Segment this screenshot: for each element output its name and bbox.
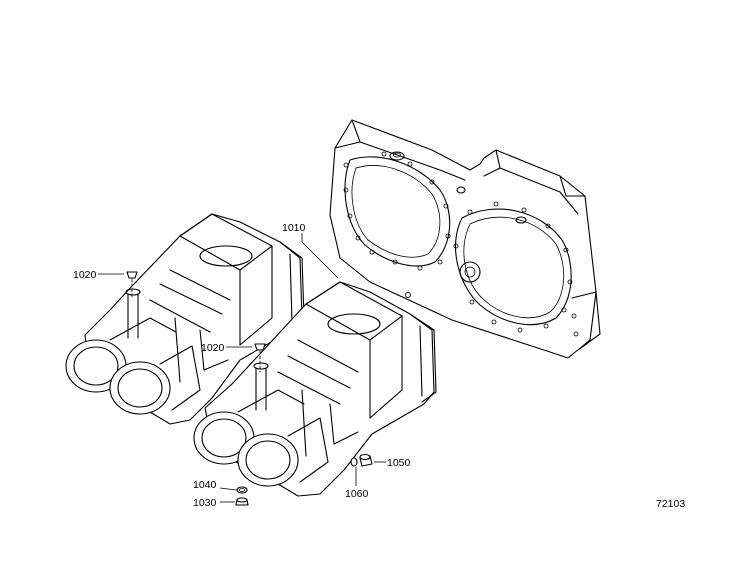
plug-1030: [235, 497, 249, 506]
seal-ring-1060: [350, 457, 358, 467]
callout-1020-upper: 1020: [73, 269, 97, 281]
callout-1040: 1040: [193, 479, 217, 491]
compressor-block-right: [193, 281, 437, 497]
plug-1020-upper: [126, 271, 138, 299]
drawing-number: 72103: [656, 498, 685, 510]
compressor-block-left: [65, 213, 305, 425]
callout-1050: 1050: [387, 457, 411, 469]
callout-1010: 1010: [282, 222, 306, 234]
leader-lines: [98, 233, 386, 503]
plug-1020-lower: [254, 343, 266, 373]
callout-1060: 1060: [345, 488, 369, 500]
callout-1020-lower: 1020: [201, 342, 225, 354]
seal-ring-1040: [236, 486, 248, 494]
plug-1050: [359, 453, 373, 467]
housing-cover-plate: [329, 119, 601, 359]
callout-1030: 1030: [193, 497, 217, 509]
